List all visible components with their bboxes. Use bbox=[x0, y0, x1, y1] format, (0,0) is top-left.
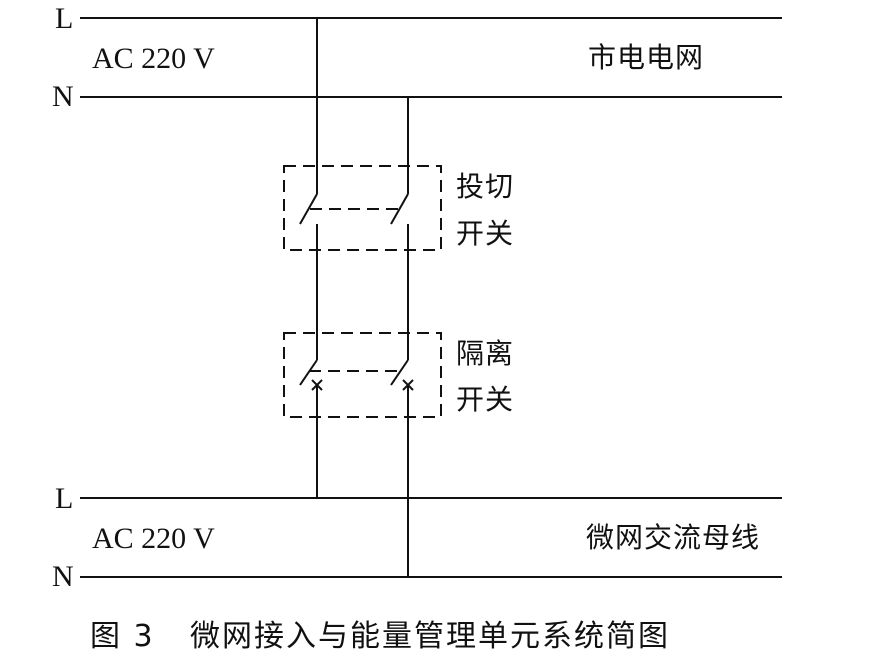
isolation-contact-l bbox=[299, 359, 318, 386]
isolation-contact-n bbox=[390, 359, 409, 386]
grid-l-label: L bbox=[55, 2, 74, 35]
grid-n-label: N bbox=[52, 80, 74, 113]
transfer-switch-label-1: 投切 bbox=[456, 170, 515, 203]
transfer-contact-n bbox=[390, 193, 409, 225]
transfer-switch-label-2: 开关 bbox=[456, 217, 515, 250]
bus-name-label: 微网交流母线 bbox=[586, 521, 761, 554]
isolation-switch-label-1: 隔离 bbox=[456, 337, 515, 370]
grid-name-label: 市电电网 bbox=[588, 41, 705, 74]
isolation-switch-box bbox=[283, 332, 442, 418]
transfer-switch-box bbox=[283, 165, 442, 251]
isolation-mark-l-b bbox=[311, 379, 323, 391]
caption-title: 微网接入与能量管理单元系统简图 bbox=[190, 619, 670, 654]
caption-number: 图 3 bbox=[90, 619, 155, 654]
bus-voltage-label: AC 220 V bbox=[92, 522, 215, 555]
bus-n-label: N bbox=[52, 560, 74, 593]
grid-voltage-label: AC 220 V bbox=[92, 42, 215, 75]
bus-l-label: L bbox=[55, 482, 74, 515]
isolation-mark-n-b bbox=[402, 379, 414, 391]
isolation-switch-label-2: 开关 bbox=[456, 383, 515, 416]
transfer-contact-l bbox=[299, 193, 318, 225]
